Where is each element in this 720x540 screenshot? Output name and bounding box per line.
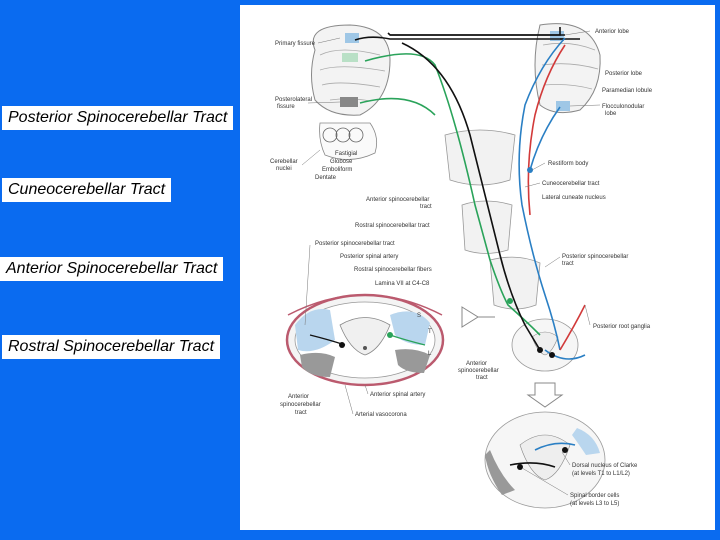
blue-tract [518,37,566,351]
cerebellum-left [311,24,391,116]
annotation-dorsal-nucleus-2: (at levels T1 to L1/L2) [572,471,630,477]
annotation-posterolateral-2: fissure [277,104,295,110]
red-tract [527,44,566,216]
annotation-letter-t: T [428,329,432,335]
cerebellum-right [534,23,601,114]
label-anterior-spinocerebellar: Anterior Spinocerebellar Tract [0,257,224,281]
flow-arrows [461,306,564,408]
label-cuneocerebellar: Cuneocerebellar Tract [2,178,172,202]
annotation-restiform-body: Restiform body [548,161,588,167]
annotation-cerebellar-nuclei-1: Cerebellar [270,159,298,165]
annotation-flocculonodular-1: Flocculonodular [602,104,644,110]
annotation-posterior-spinal-artery: Posterior spinal artery [340,254,398,260]
annotations: Primary fissure Posterolateral fissure C… [270,29,653,507]
annotation-lamina-vii: Lamina VII at C4-C8 [375,281,430,287]
annotation-ant-spino-mid-2: spinocerebellar [458,368,499,374]
annotation-dorsal-nucleus-1: Dorsal nucleus of Clarke [572,463,638,469]
annotation-posterior-lobe: Posterior lobe [605,71,643,77]
annotation-spinal-border-2: (at levels L3 to L5) [570,501,619,507]
spinocerebellar-diagram: Primary fissure Posterolateral fissure C… [270,23,653,509]
annotation-post-spino-right-1: Posterior spinocerebellar [562,254,628,260]
annotation-ant-spino-2: tract [420,204,432,210]
spinal-cord-section-left [285,293,445,387]
annotation-cerebellar-nuclei-2: nuclei [276,166,292,172]
annotation-paramedian-lobule: Paramedian lobule [602,88,653,94]
annotation-ant-spino-mid-3: tract [476,375,488,381]
annotation-lateral-cuneate: Lateral cuneate nucleus [542,195,606,201]
tract-lines [309,27,586,468]
annotation-fastigial: Fastigial [335,151,357,157]
annotation-rostral-spino-fibers: Rostral spinocerebellar fibers [354,267,432,273]
annotation-spinal-border-1: Spinal border cells [570,493,619,499]
annotation-posterolateral-1: Posterolateral [275,97,312,103]
annotation-anterior-lobe: Anterior lobe [595,29,630,35]
annotation-ant-spino-left-1: Anterior [288,394,309,400]
primary-fissure-region [345,33,359,43]
annotation-ant-spino-left-2: spinocerebellar [280,402,321,408]
annotation-arterial-vasocorona: Arterial vasocorona [355,412,407,418]
cerebellar-nuclei [319,122,378,160]
spinal-cord-sections-right [484,318,606,509]
black-tract-descending [401,42,541,351]
annotation-ant-spino-left-3: tract [295,410,307,416]
annotation-ant-spino-mid-1: Anterior [466,361,487,367]
annotation-letter-l: L [428,351,432,357]
label-posterior-spinocerebellar: Posterior Spinocerebellar Tract [2,106,234,130]
black-tract-top [354,36,565,41]
annotation-rostral-spino-tract: Rostral spinocerebellar tract [355,223,430,229]
annotation-primary-fissure: Primary fissure [275,41,316,47]
annotation-anterior-spinal-artery: Anterior spinal artery [370,392,425,398]
tract-neurons [339,167,568,470]
annotation-emboliform: Emboliform [322,167,352,173]
annotation-ant-spino-1: Anterior spinocerebellar [366,197,429,203]
brainstem-sections [444,129,541,310]
annotation-posterior-root-ganglia: Posterior root ganglia [593,324,651,330]
annotation-globose: Globose [330,159,353,165]
leader-lines [301,30,601,496]
annotation-dentate: Dentate [315,175,337,181]
annotation-posterior-spino-tract: Posterior spinocerebellar tract [315,241,395,247]
annotation-post-spino-right-2: tract [562,261,574,267]
label-rostral-spinocerebellar: Rostral Spinocerebellar Tract [2,335,221,359]
annotation-flocculonodular-2: lobe [605,111,617,117]
annotation-cuneocerebellar-tract: Cuneocerebellar tract [542,181,600,187]
annotation-letter-s: S [417,313,421,319]
diagram-panel: Primary fissure Posterolateral fissure C… [240,5,715,530]
